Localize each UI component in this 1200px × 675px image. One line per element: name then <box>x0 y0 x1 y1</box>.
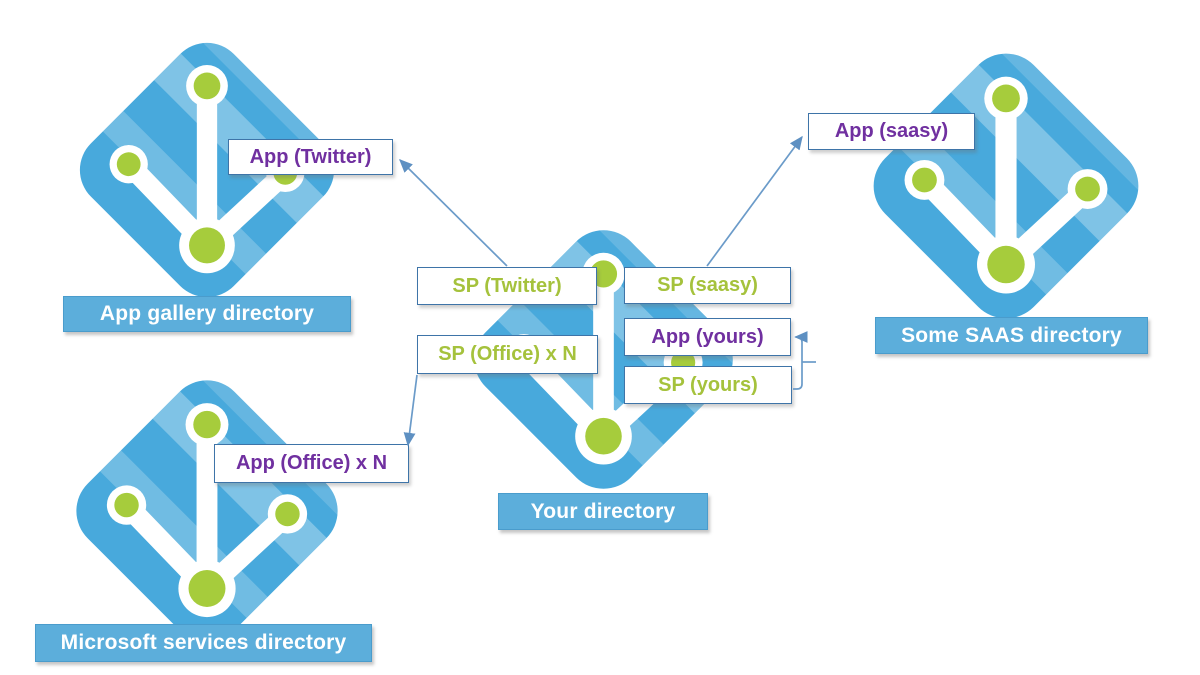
label-sp-office-x-n: SP (Office) x N <box>417 335 598 374</box>
label-sp-saasy: SP (saasy) <box>624 267 791 304</box>
label-app-twitter: App (Twitter) <box>228 139 393 175</box>
label-sp-yours: SP (yours) <box>624 366 792 404</box>
azure-ad-icon-some-saas <box>855 35 1157 337</box>
banner-microsoft-services-directory: Microsoft services directory <box>35 624 372 662</box>
bracket-sp-yours-to-app-yours <box>793 331 808 390</box>
label-sp-twitter: SP (Twitter) <box>417 267 597 305</box>
azure-ad-icon-microsoft-services <box>58 362 356 660</box>
label-app-saasy: App (saasy) <box>808 113 975 150</box>
banner-some-saas-directory: Some SAAS directory <box>875 317 1148 354</box>
label-app-yours: App (yours) <box>624 318 791 356</box>
banner-app-gallery-directory: App gallery directory <box>63 296 351 332</box>
arrow-sp-office-to-app-office <box>403 374 418 447</box>
banner-your-directory: Your directory <box>498 493 708 530</box>
label-app-office-x-n: App (Office) x N <box>214 444 409 483</box>
